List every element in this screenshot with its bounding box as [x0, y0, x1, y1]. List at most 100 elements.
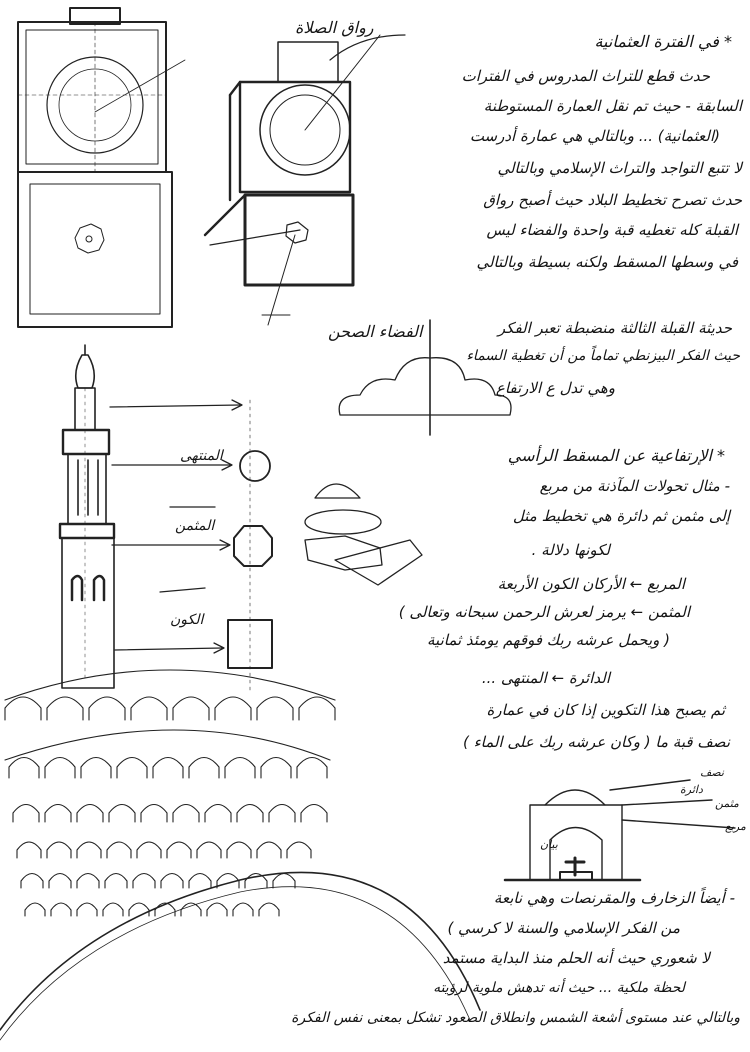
arch — [80, 756, 112, 779]
text-line: ثم يصبح هذا التكوين إذا كان في عمارة — [486, 701, 725, 719]
arch — [214, 696, 252, 721]
text-line: المربع ← الأركان الكون الأربعة — [497, 575, 685, 593]
arch — [46, 841, 72, 859]
arch — [204, 803, 232, 823]
minaret-sketch — [58, 344, 116, 689]
arch — [88, 696, 126, 721]
arch — [296, 756, 328, 779]
text-line: حديثة القبلة الثالثة منضبطة تعبر الفكر — [497, 319, 732, 337]
label-octagon: المثمن — [175, 518, 215, 534]
arch — [12, 803, 40, 823]
arch — [108, 803, 136, 823]
arch — [232, 902, 254, 917]
arch — [128, 902, 150, 917]
arch — [50, 902, 72, 917]
text-line: - أيضاً الزخارف والمقرنصات وهي نابعة — [493, 889, 735, 907]
text-line: الدائرة ← المنتهى ... — [481, 669, 610, 687]
section3-title: * الإرتفاعية عن المسقط الرأسي — [507, 446, 725, 465]
arch — [260, 756, 292, 779]
arch — [44, 803, 72, 823]
arch — [132, 872, 156, 889]
label-octagon-small: مثمن — [715, 797, 739, 810]
arch — [16, 841, 42, 859]
text-line: السابقة - حيث تم نقل العمارة المستوطنة — [483, 97, 742, 115]
arch — [286, 841, 312, 859]
label-finial: المنتهى — [180, 448, 223, 464]
arch — [130, 696, 168, 721]
text-line: (العثمانية) ... وبالتالي هي عمارة أدرست — [469, 127, 720, 145]
mosque-plan-sketch — [17, 7, 186, 328]
text-line: وبالتالي عند مستوى أشعة الشمس وانطلاق ال… — [291, 1010, 740, 1026]
arch — [258, 902, 280, 917]
text-line: من الفكر الإسلامي والسنة لا كرسي ) — [447, 919, 680, 937]
arch — [224, 756, 256, 779]
arch — [4, 696, 42, 721]
arch — [24, 902, 46, 917]
label-courtyard: الفضاء الصحن — [328, 322, 423, 341]
text-line: - مثال تحولات المآذنة من مربع — [539, 477, 730, 495]
arch — [102, 902, 124, 917]
arch — [166, 841, 192, 859]
prayer-hall-cube-sketch — [203, 34, 406, 326]
arch — [76, 902, 98, 917]
label-circle: دائرة — [680, 783, 703, 796]
arch — [172, 803, 200, 823]
arch — [298, 696, 336, 721]
arch — [8, 756, 40, 779]
arch — [140, 803, 168, 823]
text-line: نصف قبة ما ( وكان عرشه ربك على الماء ) — [463, 733, 730, 751]
arch — [180, 902, 202, 917]
dome-section-sketch — [503, 779, 736, 882]
arch — [44, 756, 76, 779]
text-line: لحظة ملكية ... حيث أنه تدهش ملوية لرؤيته — [433, 980, 685, 996]
arch — [46, 696, 84, 721]
arch — [152, 756, 184, 779]
arch — [206, 902, 228, 917]
label-prayer-hall: رواق الصلاة — [295, 18, 374, 37]
arch — [104, 872, 128, 889]
arch — [76, 841, 102, 859]
arch — [116, 756, 148, 779]
circle-shape — [239, 450, 271, 482]
text-line: وهي تدل ع الارتفاع — [495, 379, 615, 397]
text-line: المثمن ← يرمز لعرش الرحمن سبحانه وتعالى … — [398, 603, 690, 621]
label-cube: الكون — [170, 612, 204, 628]
text-line: لكونها دلالة . — [531, 541, 610, 559]
arch — [196, 841, 222, 859]
text-line: لا شعوري حيث أنه الحلم منذ البداية مستمد — [442, 949, 710, 967]
text-line: إلى مثمن ثم دائرة هي تخطيط مثل — [512, 507, 730, 525]
section1-title: * في الفترة العثمانية — [594, 32, 732, 51]
arch — [136, 841, 162, 859]
arrows — [109, 399, 243, 654]
arch — [188, 756, 220, 779]
label-square: مربع — [725, 820, 746, 833]
octagon-shape — [233, 525, 273, 567]
text-line: حدث قطع للتراث المدروس في الفترات — [461, 67, 710, 85]
arch — [268, 803, 296, 823]
arch — [216, 872, 240, 889]
arch — [76, 872, 100, 889]
arch — [244, 872, 268, 889]
arch — [48, 872, 72, 889]
arch — [236, 803, 264, 823]
arch — [188, 872, 212, 889]
arch — [106, 841, 132, 859]
arch — [20, 872, 44, 889]
label-half: نصف — [700, 766, 724, 779]
text-line: حدث تصرح تخطيط البلاد حيث أصبح رواق — [483, 191, 742, 209]
stacked-discs-sketch — [304, 483, 423, 586]
arch — [256, 841, 282, 859]
text-line: في وسطها المسقط ولكنه بسيطة وبالتالي — [476, 253, 738, 271]
arch — [272, 872, 296, 889]
arch — [172, 696, 210, 721]
label-statement: بيان — [540, 838, 558, 851]
text-line: القبلة كله تغطيه قبة واحدة والفضاء ليس — [486, 221, 738, 239]
arch — [76, 803, 104, 823]
arch — [256, 696, 294, 721]
arch — [300, 803, 328, 823]
dome-profile-sketch — [338, 357, 512, 416]
text-line: ( ويحمل عرشه ربك فوقهم يومئذ ثمانية — [427, 631, 670, 649]
text-line: لا تتبع التواجد والتراث الإسلامي وبالتال… — [497, 159, 742, 177]
arch — [154, 902, 176, 917]
